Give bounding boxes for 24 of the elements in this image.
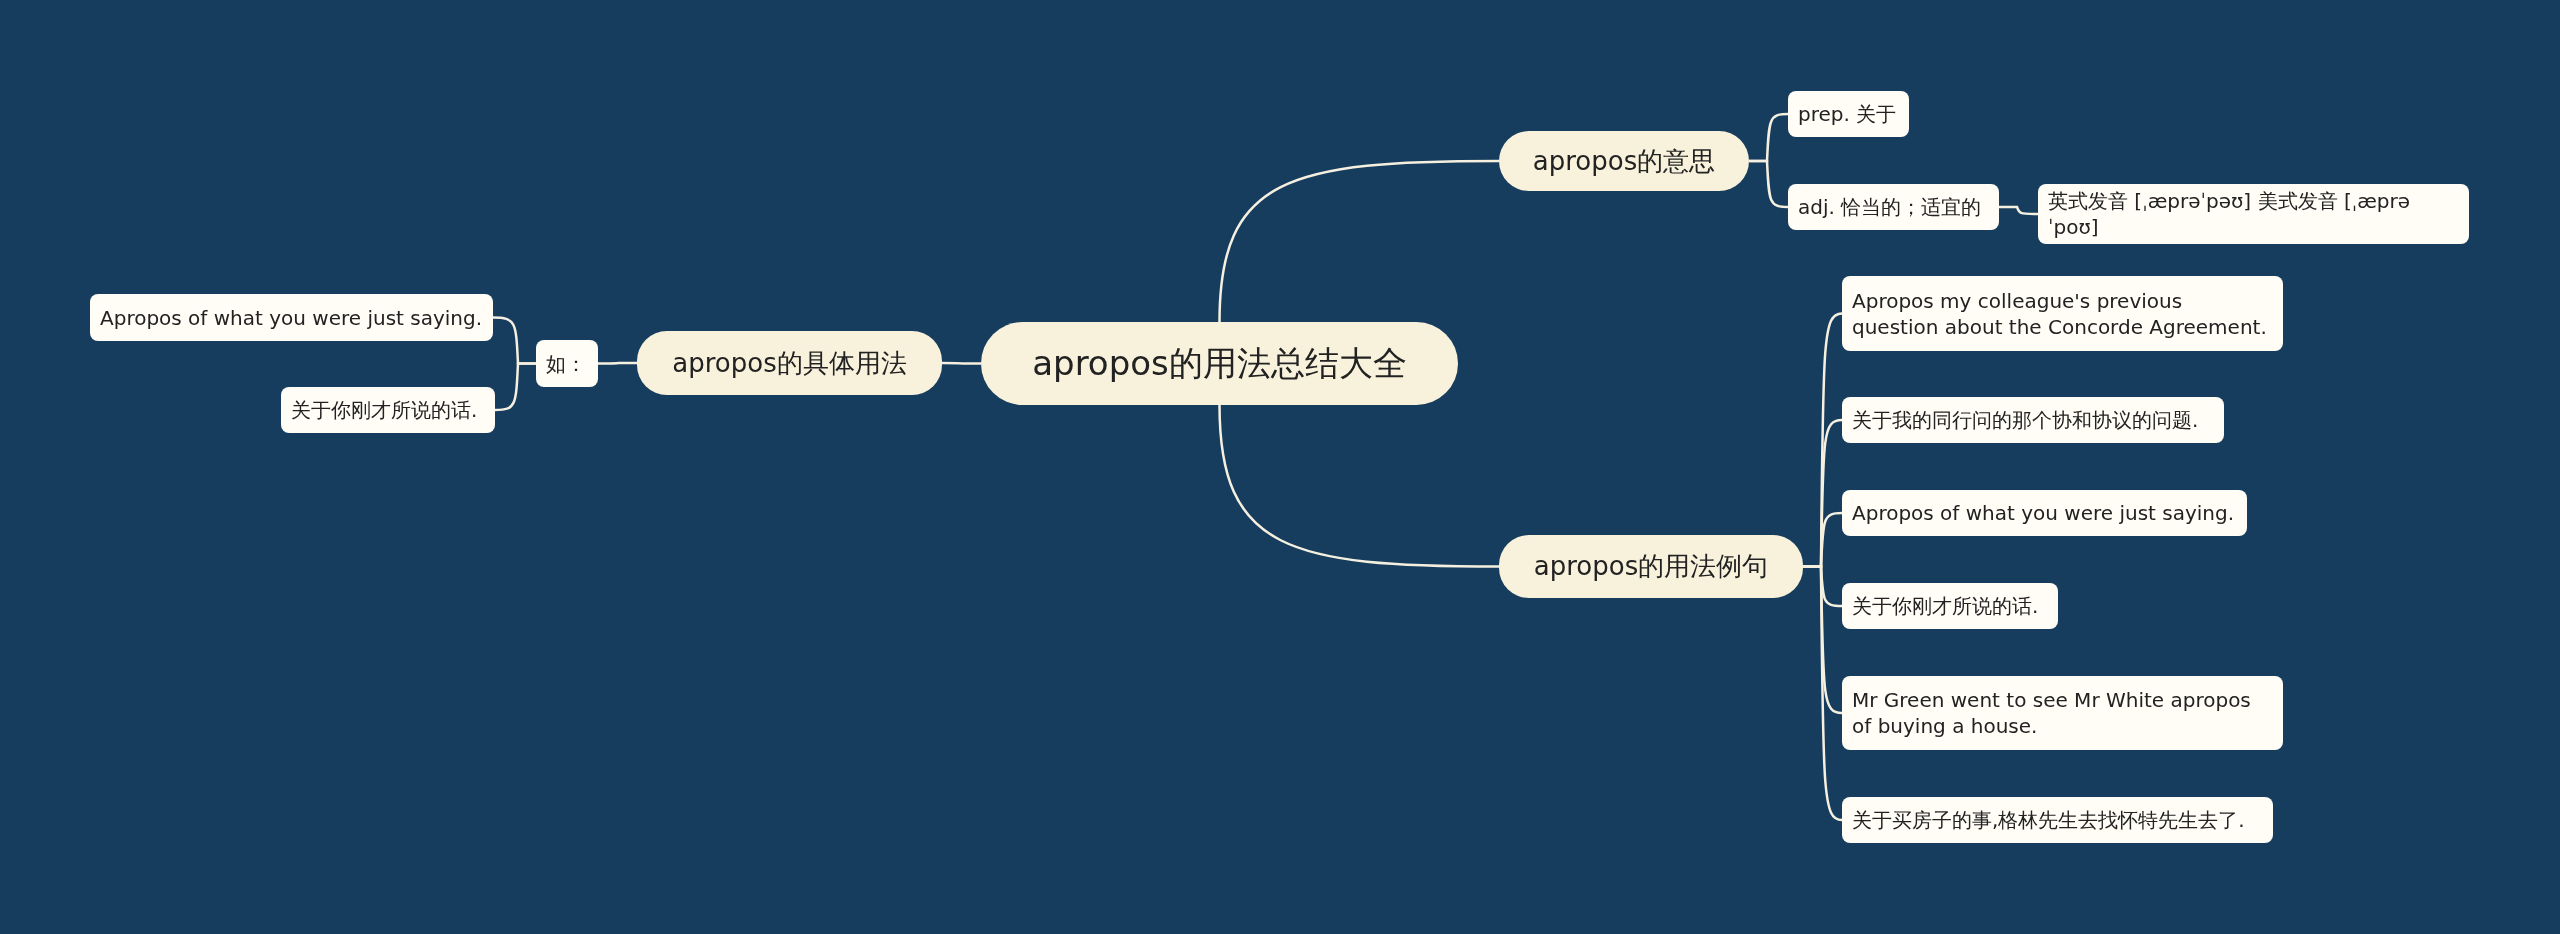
subtopic-box: Mr Green went to see Mr White apropos of buying a house. [1842, 676, 2283, 750]
connector-line [1999, 205, 2038, 216]
subtopic-box: prep. 关于 [1788, 91, 1909, 137]
subtopic-box: adj. 恰当的；适宜的 [1788, 184, 1999, 230]
subtopic-box: 如： [536, 340, 598, 387]
central-topic-box: apropos的用法总结大全 [981, 322, 1458, 405]
topic-box: apropos的用法例句 [1499, 535, 1803, 598]
subtopic-box: 英式发音 [ˌæprəˈpəʊ] 美式发音 [ˌæprəˈpoʊ] [2038, 184, 2469, 244]
connector-line [942, 361, 981, 365]
connector-line [1218, 404, 1499, 568]
subtopic-box: 关于我的同行问的那个协和协议的问题. [1842, 397, 2224, 443]
subtopic-box: Apropos my colleague's previous question about the Concorde Agreement. [1842, 276, 2283, 351]
connector-line [494, 362, 536, 412]
subtopic-box: 关于买房子的事,格林先生去找怀特先生去了. [1842, 797, 2273, 843]
topic-box: apropos的意思 [1499, 131, 1749, 191]
topic-box: apropos的具体用法 [637, 331, 942, 395]
subtopic-box: Apropos of what you were just saying. [1842, 490, 2247, 536]
subtopic-box: 关于你刚才所说的话. [281, 387, 495, 433]
connector-line [1218, 159, 1499, 323]
connector-line [598, 361, 637, 365]
subtopic-box: 关于你刚才所说的话. [1842, 583, 2058, 629]
connector-line [1803, 565, 1843, 822]
connector-line [1749, 159, 1789, 209]
subtopic-box: Apropos of what you were just saying. [90, 294, 493, 341]
